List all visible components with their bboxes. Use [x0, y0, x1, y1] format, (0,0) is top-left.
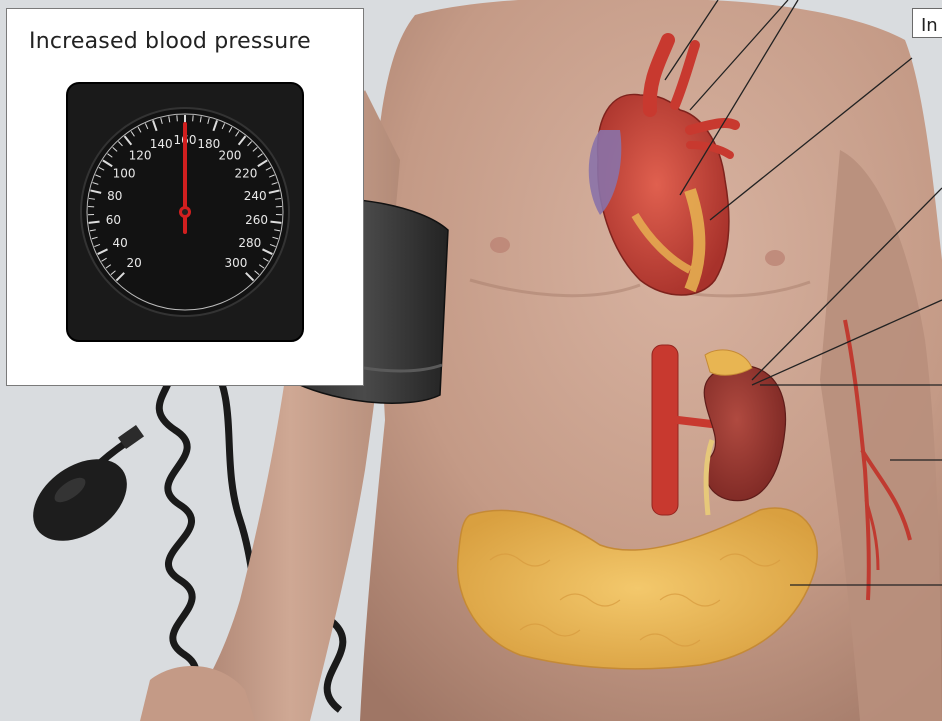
gauge-label: 100 — [113, 167, 136, 181]
gauge-label: 240 — [244, 189, 267, 203]
gauge-label: 20 — [126, 256, 141, 270]
gauge-label: 80 — [107, 189, 122, 203]
gauge-tick — [89, 222, 100, 223]
gauge-tick — [270, 222, 281, 223]
gauge-label: 120 — [129, 149, 152, 163]
gauge-label: 40 — [112, 236, 127, 250]
gauge-label: 260 — [245, 213, 268, 227]
gauge-label: 300 — [224, 256, 247, 270]
gauge-label: 60 — [106, 213, 121, 227]
right-nipple — [765, 250, 785, 266]
gauge-label: 200 — [218, 149, 241, 163]
left-nipple — [490, 237, 510, 253]
gauge-label: 180 — [197, 137, 220, 151]
gauge-label: 220 — [235, 167, 258, 181]
sphygmomanometer-icon: 2040608010012014016018020022024026028030… — [7, 9, 365, 387]
gauge-tick — [177, 115, 178, 121]
gauge-label: 140 — [150, 137, 173, 151]
organ-label-heart: In — [912, 8, 942, 38]
aorta-icon — [652, 345, 678, 515]
gauge-tick — [193, 115, 194, 121]
gauge-label: 280 — [238, 236, 261, 250]
